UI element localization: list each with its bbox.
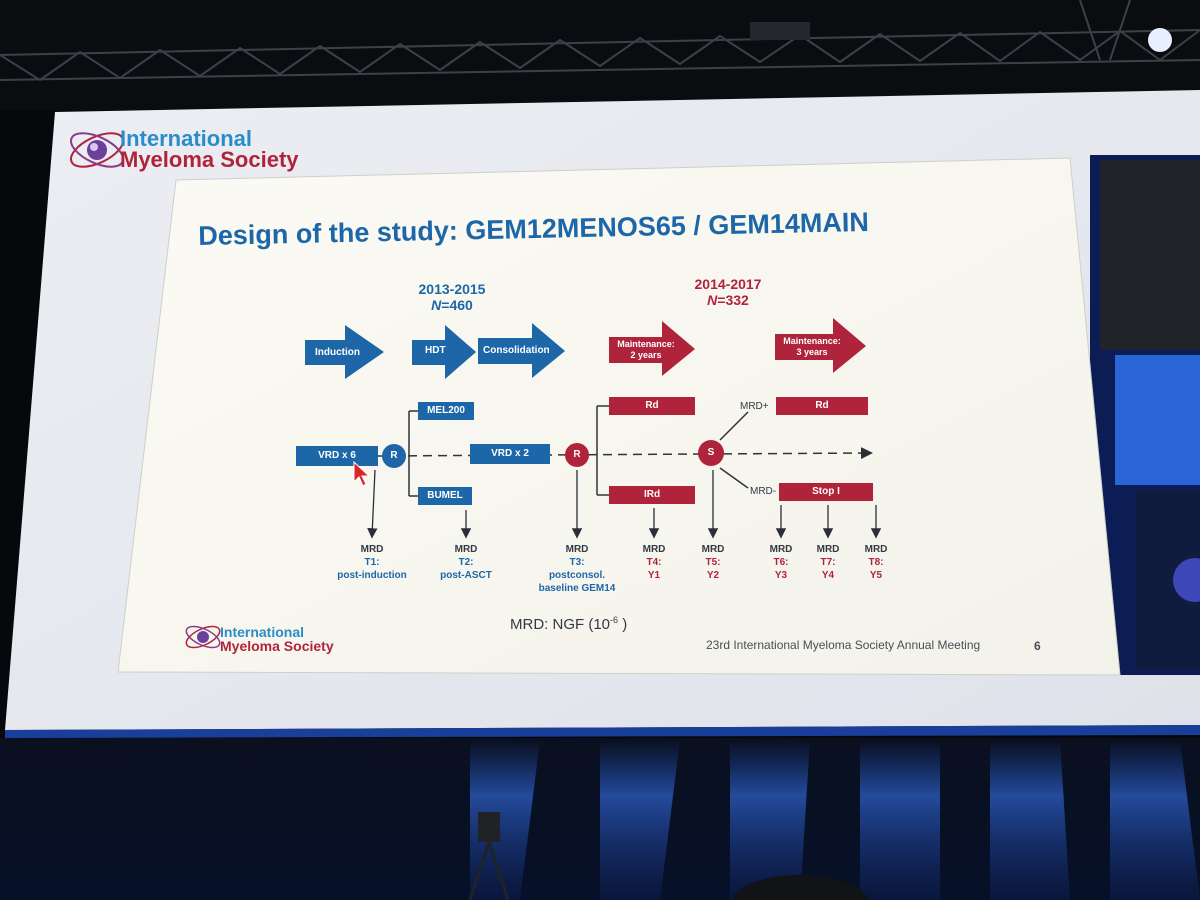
stage-spotlight: [1148, 28, 1172, 52]
maintenance-2y-arrow: [609, 321, 695, 376]
induction-arrow: [305, 325, 384, 379]
vrd6-box: [296, 446, 378, 466]
randomization-node-2: [565, 443, 589, 467]
ims-logo-mark-top: [70, 132, 124, 168]
stop-box: [779, 483, 873, 501]
ird-box: [609, 486, 695, 504]
phase-arrows: [305, 318, 866, 379]
slide: [117, 157, 1121, 676]
maintenance-3y-arrow: [775, 318, 866, 373]
rd-mrdplus-box: [776, 397, 868, 415]
ims-logo-mark-footer: [185, 625, 221, 649]
stratification-node: [698, 440, 724, 466]
mouse-cursor-icon: [353, 460, 371, 487]
camera-on-tripod: [478, 812, 500, 842]
consolidation-arrow: [478, 323, 565, 378]
randomization-node-1: [382, 444, 406, 468]
bumel-box: [418, 487, 472, 505]
vrd2-box: [470, 444, 550, 464]
rd-box: [609, 397, 695, 415]
mel200-box: [418, 402, 474, 420]
audience-head: [730, 875, 870, 900]
stage-lights: [470, 740, 1200, 900]
truss: [0, 0, 1200, 82]
hdt-arrow: [412, 325, 476, 379]
